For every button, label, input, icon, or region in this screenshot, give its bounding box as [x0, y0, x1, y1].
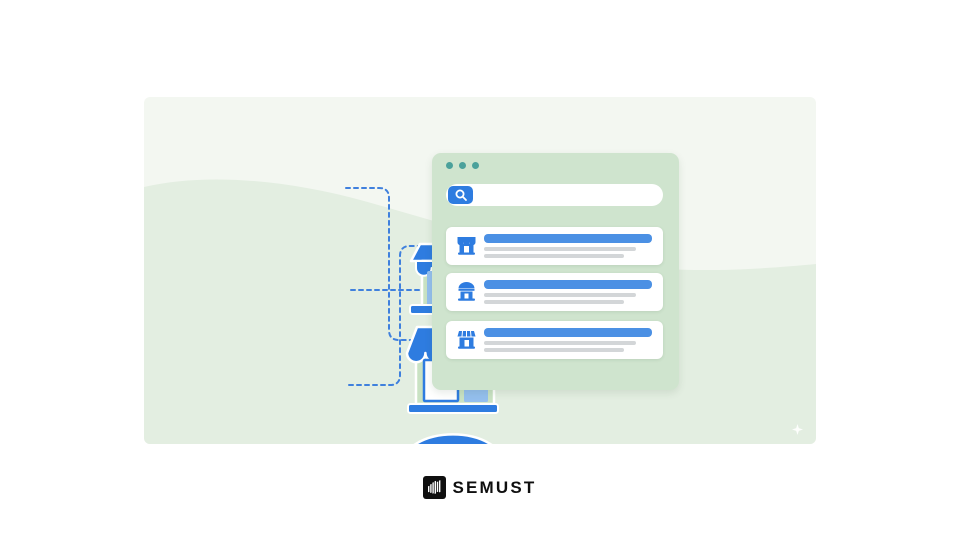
result-text-placeholder [484, 253, 624, 258]
browser-panel [432, 153, 679, 390]
result-title-placeholder [484, 327, 652, 337]
search-result-row[interactable] [446, 321, 663, 359]
brand-name: SEMUST [452, 477, 537, 497]
store-dome-roof [413, 433, 493, 444]
search-button[interactable] [448, 186, 473, 204]
sparkle-icon [792, 424, 803, 435]
result-text-placeholder [484, 347, 624, 352]
waveform-icon [423, 476, 447, 499]
connector-lines [345, 187, 446, 386]
storefront-awning-icon [457, 237, 476, 255]
window-dot [446, 162, 453, 169]
result-text-placeholder [484, 246, 636, 251]
window-controls [446, 162, 479, 169]
brand-logo: SEMUST [0, 476, 960, 499]
connector-store-top-to-result-3 [345, 187, 446, 341]
connector-store-bottom-to-result-1 [348, 245, 446, 386]
result-title-placeholder [484, 279, 652, 289]
window-dot [459, 162, 466, 169]
storefront-striped-awning-icon [457, 330, 476, 349]
result-text-placeholder [484, 299, 624, 304]
store-base [407, 403, 499, 414]
search-input[interactable] [446, 184, 663, 206]
result-text-placeholder [484, 292, 636, 297]
result-text-placeholder [484, 340, 636, 345]
search-icon [455, 189, 467, 201]
hero-illustration [144, 97, 816, 444]
store-bottom-illustration [413, 433, 493, 444]
search-result-row[interactable] [446, 227, 663, 265]
search-result-row[interactable] [446, 273, 663, 311]
storefront-dome-icon [458, 282, 475, 301]
window-dot [472, 162, 479, 169]
result-title-placeholder [484, 233, 652, 243]
